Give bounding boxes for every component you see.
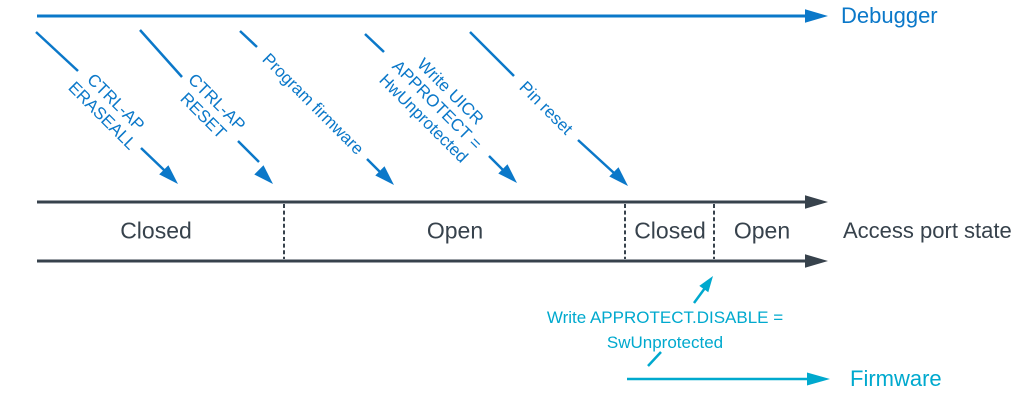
firmware-timeline-arrow	[627, 372, 830, 386]
firmware-lane-label: Firmware	[850, 366, 942, 391]
pin-reset-arrow	[469, 31, 628, 186]
firmware-write-annotation-arrow	[647, 276, 713, 367]
access-port-top-arrow	[37, 195, 828, 209]
annotation-line: Write APPROTECT.DISABLE =	[546, 308, 784, 327]
access-port-lane-label: Access port state	[843, 218, 1012, 243]
firmware-write-annotation-label: Write APPROTECT.DISABLE = SwUnprotected	[547, 305, 783, 355]
ctrl-ap-eraseall-arrow	[35, 31, 178, 184]
debugger-lane-label: Debugger	[841, 3, 938, 28]
state-open-1: Open	[426, 217, 484, 244]
annotation-line: SwUnprotected	[606, 333, 724, 352]
write-uicr-approtect-arrow	[364, 33, 517, 183]
state-closed-1: Closed	[120, 217, 192, 244]
state-open-2: Open	[733, 217, 791, 244]
state-closed-2: Closed	[634, 217, 706, 244]
access-port-bottom-arrow	[37, 254, 828, 268]
debugger-timeline-arrow	[37, 9, 828, 23]
ctrl-ap-reset-arrow	[139, 29, 273, 184]
program-firmware-arrow	[239, 30, 394, 185]
